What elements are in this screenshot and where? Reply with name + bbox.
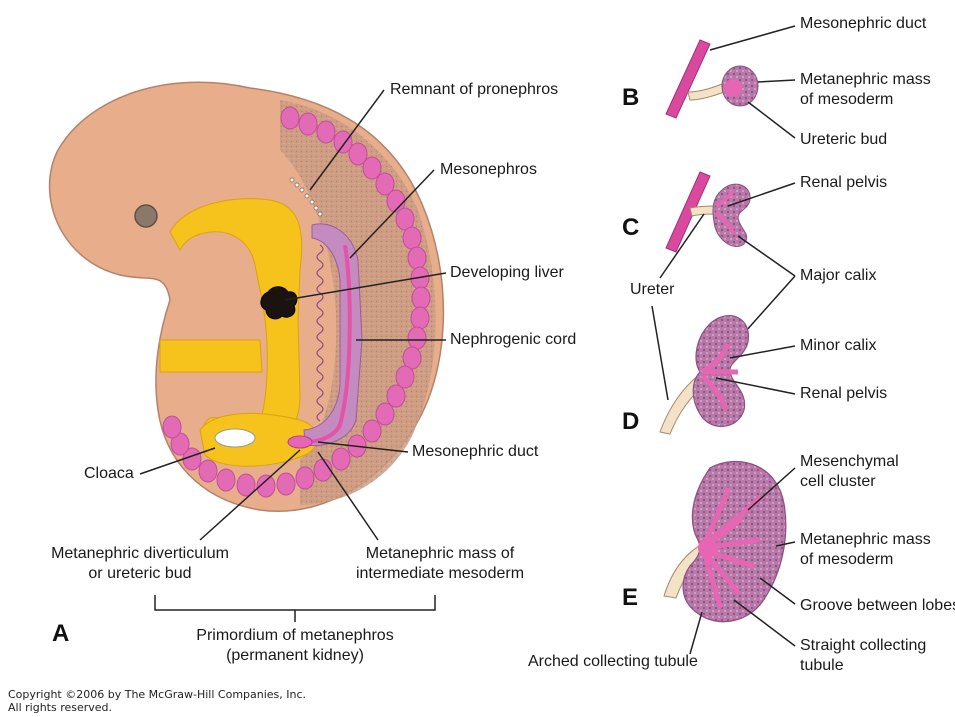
label-mesenchymal-1: Mesenchymal	[800, 452, 899, 472]
copyright-line-2: All rights reserved.	[8, 701, 112, 714]
label-nephrogenic-cord: Nephrogenic cord	[450, 330, 576, 350]
label-metanephric-mass-e-2: of mesoderm	[800, 550, 893, 570]
duct-b	[666, 40, 710, 118]
primordium-bracket	[155, 595, 435, 622]
label-remnant-pronephros: Remnant of pronephros	[390, 80, 558, 100]
label-metanephric-mass-b-1: Metanephric mass	[800, 70, 931, 90]
label-developing-liver: Developing liver	[450, 263, 564, 283]
label-ureteric-bud-b: Ureteric bud	[800, 130, 887, 150]
label-arched-collecting-tubule: Arched collecting tubule	[528, 652, 698, 672]
label-minor-calix: Minor calix	[800, 336, 876, 356]
label-metanephric-mass-a-2: intermediate mesoderm	[340, 564, 540, 584]
panel-label-d: D	[622, 408, 639, 436]
label-straight-collecting-1: Straight collecting	[800, 636, 926, 656]
label-metanephric-diverticulum-1: Metanephric diverticulum	[40, 544, 240, 564]
label-groove-between-lobes: Groove between lobes	[800, 596, 955, 616]
label-metanephric-diverticulum-2: or ureteric bud	[40, 564, 240, 584]
label-renal-pelvis-c: Renal pelvis	[800, 173, 887, 193]
panel-label-e: E	[622, 584, 638, 612]
bud-tip-b	[724, 79, 742, 97]
label-straight-collecting-2: tubule	[800, 656, 844, 676]
metanephric-bud-a	[288, 436, 312, 448]
pelvis-e-center	[698, 538, 718, 558]
panel-label-c: C	[622, 214, 639, 242]
panel-label-a: A	[52, 620, 69, 648]
label-renal-pelvis-d: Renal pelvis	[800, 384, 887, 404]
panel-e-figure	[664, 461, 786, 621]
gut-stomach	[160, 340, 262, 372]
label-metanephric-mass-e-1: Metanephric mass	[800, 530, 931, 550]
label-primordium-1: Primordium of metanephros	[180, 626, 410, 646]
embryo-figure	[50, 82, 444, 511]
ureteric-bud-b	[688, 84, 724, 100]
panel-c-figure	[666, 172, 750, 252]
label-mesonephric-duct-a: Mesonephric duct	[412, 442, 538, 462]
label-major-calix: Major calix	[800, 266, 876, 286]
label-ureter: Ureter	[630, 280, 674, 300]
label-mesenchymal-2: cell cluster	[800, 472, 876, 492]
label-mesonephric-duct-b: Mesonephric duct	[800, 14, 926, 34]
copyright-line-1: Copyright ©2006 by The McGraw-Hill Compa…	[8, 688, 306, 701]
panel-b-figure	[666, 40, 758, 118]
embryo-eye	[135, 205, 157, 227]
label-cloaca: Cloaca	[84, 464, 134, 484]
allantois-opening	[215, 429, 255, 447]
panel-label-b: B	[622, 84, 639, 112]
label-metanephric-mass-a-1: Metanephric mass of	[340, 544, 540, 564]
label-primordium-2: (permanent kidney)	[180, 646, 410, 666]
label-mesonephros: Mesonephros	[440, 160, 537, 180]
label-metanephric-mass-b-2: of mesoderm	[800, 90, 893, 110]
panel-d-figure	[660, 316, 748, 434]
